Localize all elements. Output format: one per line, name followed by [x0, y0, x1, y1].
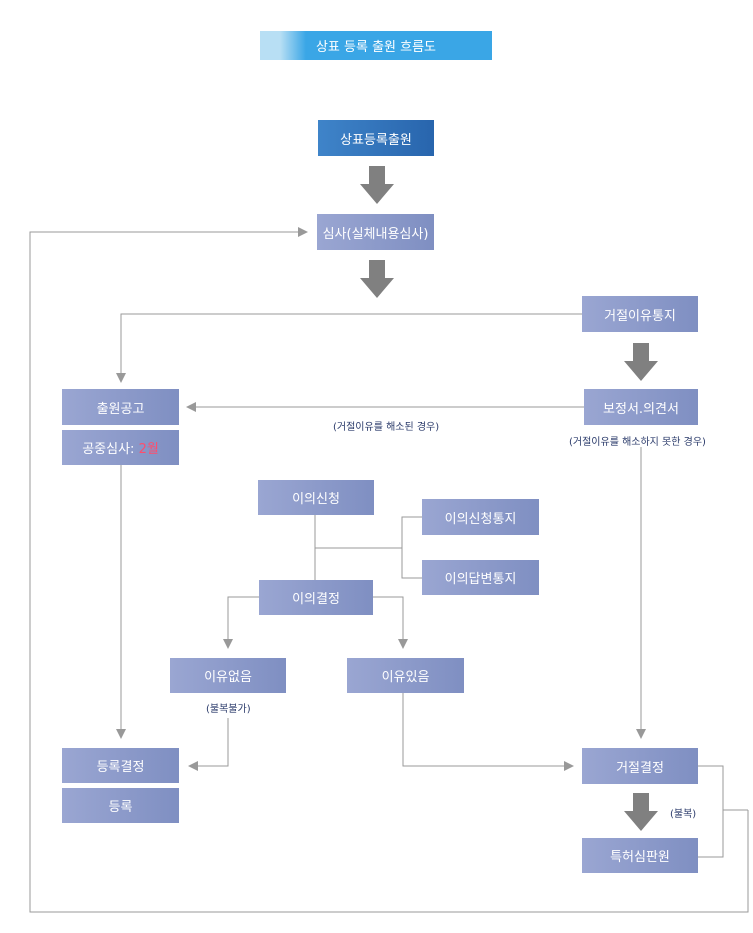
public-review-period: 2월	[138, 442, 159, 457]
big-arrow-3	[624, 343, 658, 381]
node-public-review: 공중심사: 2월	[62, 430, 179, 465]
node-rejection-notice: 거절이유통지	[582, 296, 698, 332]
node-patent-tribunal: 특허심판원	[582, 838, 698, 873]
big-arrow-4	[624, 793, 658, 831]
node-amendment: 보정서.의견서	[584, 389, 698, 425]
diagram-title: 상표 등록 출원 흐름도	[260, 31, 492, 60]
loop-to-examination-arrow	[29, 227, 749, 913]
node-registration-decision: 등록결정	[62, 748, 179, 783]
decision-to-no-grounds-arrow	[223, 596, 259, 649]
node-registration: 등록	[62, 788, 179, 823]
node-opposition: 이의신청	[258, 480, 374, 515]
node-rejection-decision: 거절결정	[582, 748, 698, 784]
note-no-appeal: (불복불가)	[206, 704, 251, 715]
note-not-resolved: (거절이유를 해소하지 못한 경우)	[569, 437, 706, 448]
node-examination: 심사(실체내용심사)	[317, 214, 434, 250]
note-resolved: (거절이유를 해소된 경우)	[333, 422, 440, 433]
big-arrow-1	[360, 166, 394, 204]
node-no-grounds: 이유없음	[170, 658, 286, 693]
node-publication: 출원공고	[62, 389, 179, 425]
rejection-to-publication-arrow	[116, 313, 582, 383]
no-grounds-to-registration-arrow	[188, 718, 229, 771]
node-opposition-notice: 이의신청통지	[422, 499, 539, 535]
note-appeal: (불복)	[670, 809, 697, 820]
node-application: 상표등록출원	[318, 120, 434, 156]
grounds-to-rejection-arrow	[402, 693, 574, 771]
public-review-label: 공중심사:	[82, 442, 135, 457]
big-arrow-2	[360, 260, 394, 298]
node-grounds-found: 이유있음	[347, 658, 464, 693]
node-opposition-decision: 이의결정	[259, 580, 373, 615]
decision-to-grounds-arrow	[372, 596, 408, 649]
node-opposition-reply-notice: 이의답변통지	[422, 560, 539, 595]
